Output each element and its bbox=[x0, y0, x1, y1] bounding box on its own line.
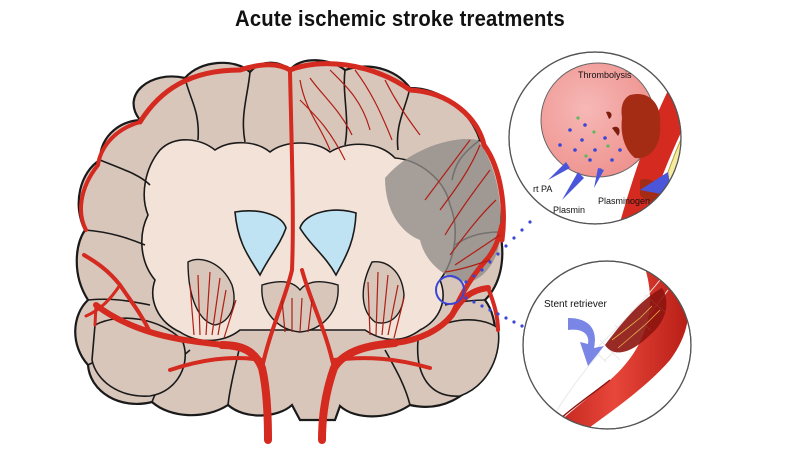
arrow-plasmin bbox=[562, 172, 584, 200]
vessel-cut-end bbox=[529, 424, 575, 429]
arrow-plasminogen bbox=[594, 168, 604, 188]
infarct-region bbox=[385, 138, 501, 282]
connector-dots bbox=[464, 220, 532, 328]
clot-mass bbox=[621, 94, 661, 159]
ventricle-left bbox=[234, 210, 287, 277]
arrow-retrieve bbox=[568, 318, 604, 366]
temporal-lobe-right bbox=[416, 319, 500, 397]
thrombectomy-panel bbox=[522, 260, 692, 430]
page-title: Acute ischemic stroke treatments bbox=[235, 6, 565, 31]
arrow-rtpa bbox=[548, 162, 570, 180]
label-rtpa: rt PA bbox=[533, 184, 553, 194]
ventricle-right bbox=[299, 209, 357, 277]
cerebral-arteries bbox=[79, 61, 506, 444]
perforating-arteries bbox=[189, 69, 501, 339]
occlusion-marker bbox=[435, 275, 465, 305]
clot-in-stent bbox=[605, 288, 667, 353]
label-plasminogen: Plasminogen bbox=[598, 196, 651, 206]
label-thrombolysis: Thrombolysis bbox=[578, 70, 632, 80]
label-plasmin: Plasmin bbox=[553, 205, 586, 215]
brain-coronal-section bbox=[74, 59, 504, 422]
label-stent-retriever: Stent retriever bbox=[544, 299, 607, 310]
